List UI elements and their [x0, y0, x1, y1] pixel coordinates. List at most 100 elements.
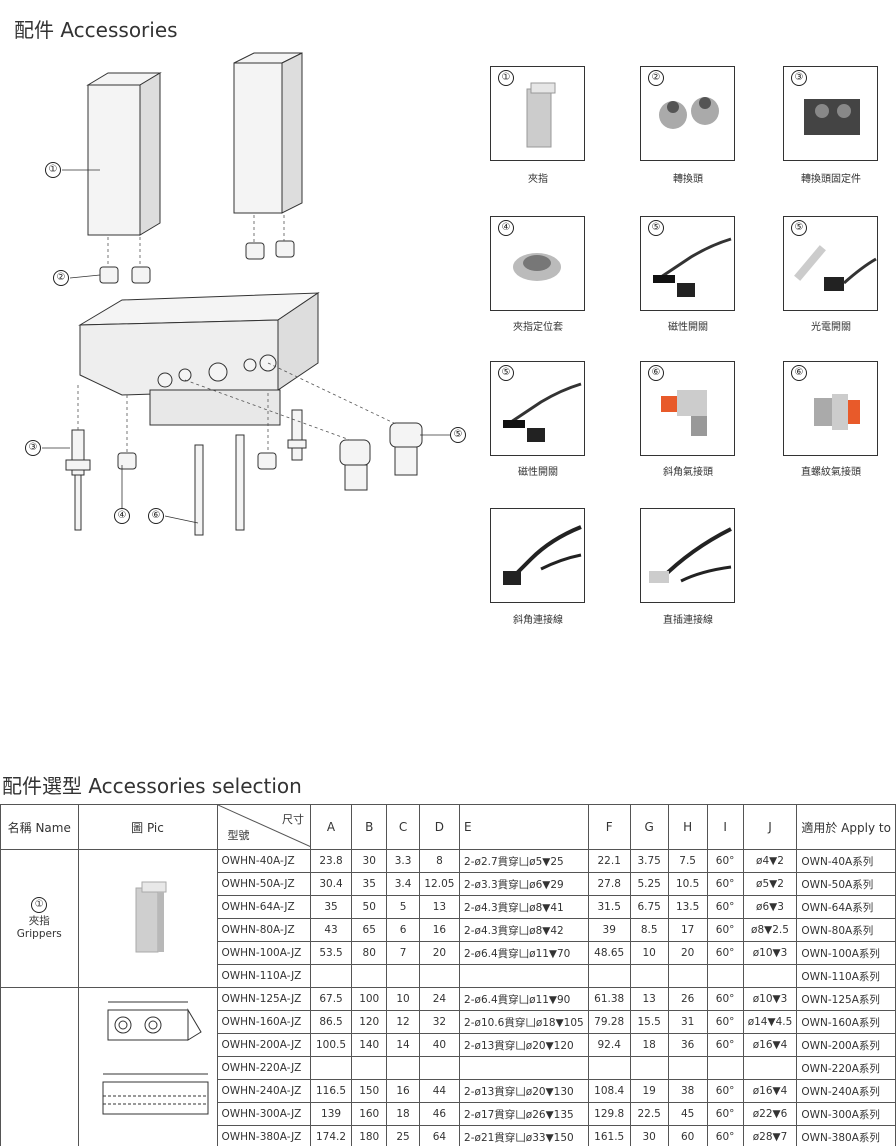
- apply-cell: OWN-50A系列: [796, 872, 896, 896]
- value-C: 6: [386, 918, 420, 942]
- angled-cable-icon: [503, 525, 582, 585]
- value-C: 7: [386, 941, 420, 965]
- value-D: 20: [418, 941, 461, 965]
- value-G: 18: [629, 1033, 669, 1057]
- value-C: [386, 964, 420, 988]
- card-number: ⑤: [498, 365, 514, 381]
- value-F: 31.5: [587, 895, 631, 919]
- value-B: 150: [351, 1079, 388, 1103]
- accessory-card: [490, 508, 585, 603]
- value-H: 13.5: [667, 895, 708, 919]
- model-cell: OWHN-125A-JZ: [216, 987, 311, 1011]
- gripper-name-cn: 夾指: [28, 915, 50, 927]
- apply-cell: OWN-300A系列: [796, 1102, 896, 1126]
- value-I: 60°: [706, 1102, 744, 1126]
- header-pic: 圖 Pic: [77, 804, 218, 850]
- gripper-pic-cell: [77, 849, 218, 988]
- value-B: 30: [351, 849, 388, 873]
- header-model: 型號: [227, 829, 250, 842]
- value-J: ø10▼3: [742, 941, 798, 965]
- value-B: 140: [351, 1033, 388, 1057]
- value-I: 60°: [706, 895, 744, 919]
- model-cell: OWHN-110A-JZ: [216, 964, 311, 988]
- header-C: C: [386, 804, 420, 850]
- value-H: 31: [667, 1010, 708, 1034]
- value-G: [629, 964, 669, 988]
- value-J: ø5▼2: [742, 872, 798, 896]
- value-H: 60: [667, 1125, 708, 1146]
- value-E: [459, 1056, 589, 1080]
- apply-cell: OWN-380A系列: [796, 1125, 896, 1146]
- value-F: 129.8: [587, 1102, 631, 1126]
- apply-cell: OWN-220A系列: [796, 1056, 896, 1080]
- card-number: ⑤: [791, 220, 807, 236]
- accessories-selection-table: 名稱 Name 圖 Pic 尺寸 型號 A B C D E F G H I J …: [0, 804, 896, 1146]
- table-row: OWHN-220A-JZ OWN-220A系列: [1, 1056, 896, 1080]
- dimension-drawing: [102, 1001, 209, 1114]
- header-H: H: [667, 804, 708, 850]
- value-C: 10: [386, 987, 420, 1011]
- header-A: A: [309, 804, 353, 850]
- card-caption: 斜角氣接頭: [663, 467, 713, 478]
- value-A: 116.5: [309, 1079, 353, 1103]
- value-E: 2-ø6.4貫穿凵ø11▼90: [459, 987, 589, 1011]
- value-D: 40: [418, 1033, 461, 1057]
- value-I: 60°: [706, 987, 744, 1011]
- value-H: 38: [667, 1079, 708, 1103]
- value-C: [386, 1056, 420, 1080]
- value-E: 2-ø4.3貫穿凵ø8▼41: [459, 895, 589, 919]
- page-title: 配件 Accessories: [14, 18, 178, 42]
- value-G: 10: [629, 941, 669, 965]
- magnetic-switch-icon: [653, 237, 732, 297]
- value-B: 65: [351, 918, 388, 942]
- value-I: 60°: [706, 1033, 744, 1057]
- value-F: 22.1: [587, 849, 631, 873]
- accessory-card: ⑥: [783, 361, 878, 456]
- callout-6: ⑥: [148, 508, 164, 524]
- header-apply: 適用於 Apply to: [796, 804, 896, 850]
- value-E: [459, 964, 589, 988]
- card-caption: 直螺紋氣接頭: [801, 467, 861, 478]
- value-H: [667, 1056, 708, 1080]
- model-cell: OWHN-50A-JZ: [216, 872, 311, 896]
- value-J: ø8▼2.5: [742, 918, 798, 942]
- value-C: 25: [386, 1125, 420, 1146]
- accessory-card: [640, 508, 735, 603]
- accessory-card: ②: [640, 66, 735, 161]
- value-D: 32: [418, 1010, 461, 1034]
- value-J: ø28▼7: [742, 1125, 798, 1146]
- value-D: [418, 964, 461, 988]
- value-H: 7.5: [667, 849, 708, 873]
- apply-cell: OWN-100A系列: [796, 941, 896, 965]
- card-caption: 斜角連接線: [513, 615, 563, 626]
- model-cell: OWHN-220A-JZ: [216, 1056, 311, 1080]
- value-F: 39: [587, 918, 631, 942]
- value-E: 2-ø10.6貫穿凵ø18▼105: [459, 1010, 589, 1034]
- value-B: [351, 1056, 388, 1080]
- value-J: ø4▼2: [742, 849, 798, 873]
- model-cell: OWHN-380A-JZ: [216, 1125, 311, 1146]
- card-number: ⑤: [648, 220, 664, 236]
- callout-3: ③: [25, 440, 41, 456]
- model-cell: OWHN-100A-JZ: [216, 941, 311, 965]
- apply-cell: OWN-40A系列: [796, 849, 896, 873]
- value-J: ø16▼4: [742, 1033, 798, 1057]
- callout-5: ⑤: [450, 427, 466, 443]
- value-C: 16: [386, 1079, 420, 1103]
- value-I: 60°: [706, 918, 744, 942]
- apply-cell: OWN-200A系列: [796, 1033, 896, 1057]
- value-D: 44: [418, 1079, 461, 1103]
- apply-cell: OWN-125A系列: [796, 987, 896, 1011]
- value-C: 3.3: [386, 849, 420, 873]
- value-A: 86.5: [309, 1010, 353, 1034]
- finger-icon: [526, 82, 556, 148]
- value-G: 5.25: [629, 872, 669, 896]
- value-C: 14: [386, 1033, 420, 1057]
- header-D: D: [418, 804, 461, 850]
- value-E: 2-ø13貫穿凵ø20▼120: [459, 1033, 589, 1057]
